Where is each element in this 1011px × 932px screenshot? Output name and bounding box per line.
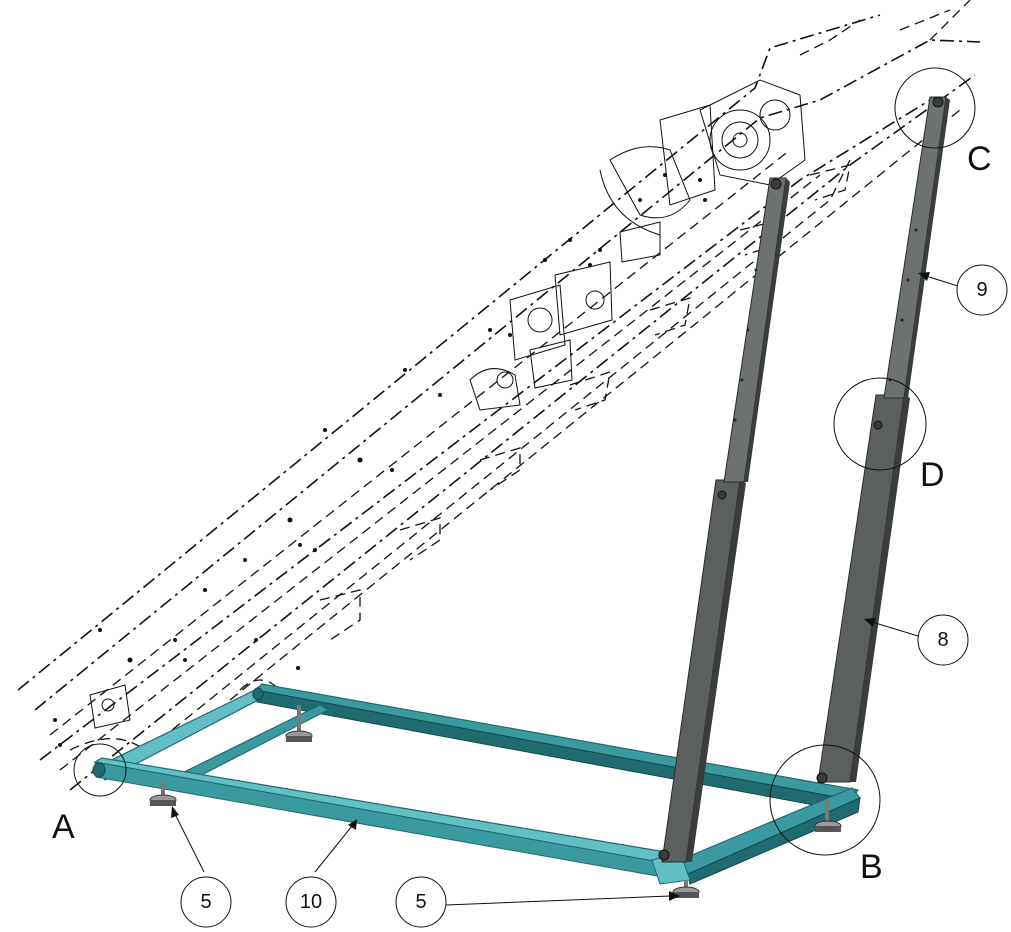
balloon-9-text: 9: [976, 279, 987, 301]
detail-circle-b: [769, 744, 881, 856]
balloon-5-left: 5: [180, 876, 232, 928]
arrowhead-icon: [864, 618, 876, 627]
balloon-9: 9: [956, 264, 1008, 316]
front-rail: [93, 757, 692, 867]
front-leg-upper: [723, 177, 787, 483]
arrowhead-icon: [348, 819, 357, 830]
foot-front-right: [672, 880, 700, 898]
balloon-10: 10: [285, 876, 337, 928]
balloon-5-left-text: 5: [200, 891, 211, 913]
balloon-8: 8: [917, 614, 969, 666]
balloon-5-right: 5: [395, 876, 447, 928]
foot-back-right: [814, 800, 842, 832]
arrowhead-icon: [918, 272, 930, 281]
detail-label-b: B: [860, 848, 883, 886]
detail-label-a: A: [52, 808, 75, 846]
leveling-feet: [149, 705, 842, 898]
detail-label-c: C: [967, 140, 992, 178]
legs: [658, 96, 950, 863]
detail-label-d: D: [920, 456, 945, 494]
balloon-8-text: 8: [937, 629, 948, 651]
balloon-5-right-text: 5: [415, 891, 426, 913]
detail-circle-d: [833, 377, 927, 471]
detail-letters: A B C D: [52, 140, 992, 886]
detail-circle-a: [73, 743, 127, 797]
front-leg-lower: [661, 479, 741, 863]
balloon-10-text: 10: [300, 891, 322, 913]
detail-markers: [73, 67, 976, 856]
back-rail: [253, 683, 859, 801]
item-balloons: 9 8 5 10 5: [180, 264, 1008, 928]
base-frame: [92, 683, 861, 885]
foot-back-left: [285, 705, 313, 742]
callout-leaders: [171, 272, 959, 906]
foot-front-left: [149, 782, 177, 806]
detail-circle-c: [894, 67, 976, 149]
arrowhead-icon: [669, 891, 680, 901]
arrowhead-icon: [171, 806, 179, 818]
